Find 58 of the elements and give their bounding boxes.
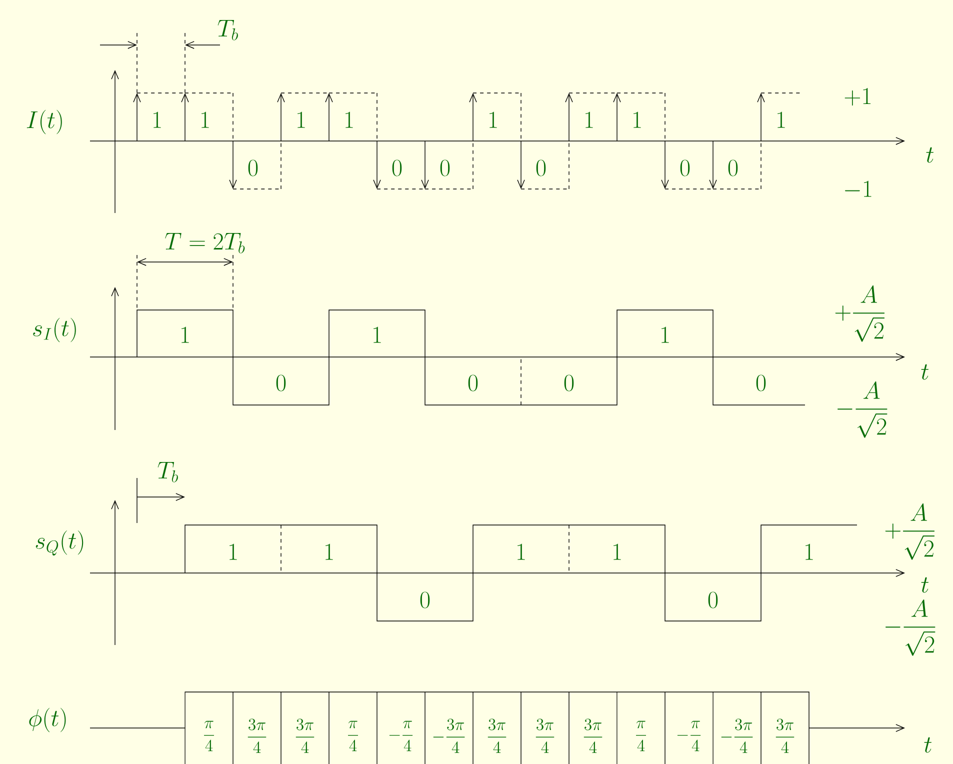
phase-label: $\frac{\pi}{4}$: [204, 720, 214, 752]
bit-label: $1$: [806, 544, 813, 560]
phase-label: $-\frac{3\pi}{4}$: [433, 718, 465, 753]
level-label: $+\frac{A}{\sqrt{2}}$: [835, 285, 884, 342]
bit-label: $1$: [202, 112, 209, 128]
axis-label: $t$: [926, 147, 934, 163]
phase-label: $-\frac{\pi}{4}$: [389, 720, 413, 752]
phase-label: $\frac{3\pi}{4}$: [536, 718, 554, 753]
bit-label: $1$: [326, 544, 333, 560]
bit-label: $0$: [276, 374, 286, 392]
phase-label: $-\frac{\pi}{4}$: [677, 720, 701, 752]
bit-label: $0$: [248, 160, 258, 176]
axis-label: $\phi(t)$: [29, 708, 66, 732]
axis-label: $s_I(t)$: [33, 318, 76, 342]
bit-label: $1$: [230, 544, 237, 560]
bit-label: $0$: [708, 592, 718, 608]
phase-label: $\frac{3\pi}{4}$: [776, 718, 794, 753]
phase-label: $\frac{\pi}{4}$: [348, 720, 358, 752]
bit-label: $0$: [536, 160, 546, 176]
bit-label: $1$: [634, 112, 641, 128]
axis-label: $t$: [921, 364, 929, 380]
bit-label: $1$: [490, 112, 497, 128]
level-label: $-1$: [845, 180, 872, 197]
bit-label: $1$: [374, 326, 381, 343]
axis-label: $t$: [924, 737, 932, 753]
bit-label: $0$: [440, 160, 450, 176]
time-marker-label: $T = 2T_b$: [165, 233, 245, 254]
phase-label: $\frac{3\pi}{4}$: [248, 718, 266, 753]
bit-label: $1$: [662, 326, 669, 343]
phase-label: $\frac{3\pi}{4}$: [296, 718, 314, 753]
bit-label: $0$: [728, 160, 738, 176]
level-label: $-\frac{A}{\sqrt{2}}$: [837, 381, 888, 438]
bit-label: $1$: [298, 112, 305, 128]
axis-label: $I(t)$: [26, 110, 62, 134]
bit-label: $1$: [182, 326, 189, 343]
level-label: $+\frac{A}{\sqrt{2}}$: [885, 503, 934, 560]
bit-label: $1$: [778, 112, 785, 128]
bit-label: $1$: [614, 544, 621, 560]
level-label: $-\frac{A}{\sqrt{2}}$: [885, 599, 936, 656]
bit-label: $0$: [420, 592, 430, 608]
bit-label: $0$: [468, 374, 478, 392]
time-marker-label: $T_b$: [158, 462, 178, 482]
phase-label: $\frac{3\pi}{4}$: [584, 718, 602, 753]
bit-label: $0$: [564, 374, 574, 392]
bit-label: $1$: [586, 112, 593, 128]
time-marker-label: $T_b$: [218, 20, 238, 40]
bit-label: $1$: [518, 544, 525, 560]
bit-label: $1$: [154, 112, 161, 128]
phase-label: $\frac{\pi}{4}$: [636, 720, 646, 752]
bit-label: $0$: [392, 160, 402, 176]
axis-label: $s_Q(t)$: [36, 530, 84, 556]
axis-label: $t$: [921, 577, 929, 593]
bit-label: $0$: [680, 160, 690, 176]
phase-label: $-\frac{3\pi}{4}$: [721, 718, 753, 753]
bit-label: $0$: [756, 374, 766, 392]
bit-label: $1$: [346, 112, 353, 128]
level-label: $+1$: [844, 88, 870, 106]
phase-label: $\frac{3\pi}{4}$: [488, 718, 506, 753]
